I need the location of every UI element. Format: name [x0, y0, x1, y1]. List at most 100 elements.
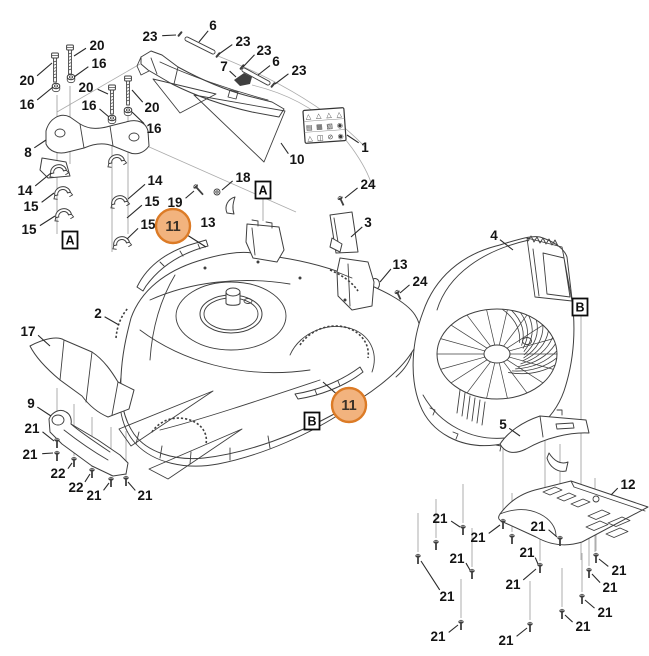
part-label-23[interactable]: 23: [274, 63, 307, 85]
part-number: 6: [209, 18, 217, 33]
part-label-16[interactable]: 16: [131, 111, 162, 136]
part-label-20[interactable]: 20: [73, 38, 105, 57]
leader-line: [185, 190, 195, 199]
part-label-15[interactable]: 15: [21, 215, 56, 237]
part-label-22[interactable]: 22: [50, 462, 73, 481]
handle-cover-part-10: [136, 50, 286, 163]
part-label-21[interactable]: 21: [498, 627, 528, 648]
part-label-24[interactable]: 24: [399, 274, 428, 294]
leader-line: [131, 111, 145, 124]
highlight-circle-11[interactable]: 11: [154, 207, 207, 248]
part-label-21[interactable]: 21: [505, 568, 537, 592]
part-label-18[interactable]: 18: [221, 170, 251, 191]
part-label-21[interactable]: 21: [86, 482, 110, 503]
part-label-17[interactable]: 17: [20, 324, 51, 347]
part-label-15[interactable]: 15: [126, 194, 160, 219]
part-label-20[interactable]: 20: [19, 62, 53, 88]
part-label-20[interactable]: 20: [78, 80, 109, 95]
leader-line: [36, 62, 53, 77]
warning-glyph-icon: △: [326, 112, 332, 119]
part-number: 14: [17, 183, 33, 198]
part-label-23[interactable]: 23: [218, 34, 251, 55]
part-number: 23: [142, 29, 158, 44]
construction-line: [56, 63, 141, 113]
part-label-21[interactable]: 21: [591, 573, 618, 595]
leader-line: [126, 227, 139, 240]
part-label-14[interactable]: 14: [127, 173, 163, 200]
warning-glyph-icon: ▦: [316, 124, 323, 131]
part-label-21[interactable]: 21: [449, 551, 471, 571]
construction-curve: [251, 84, 373, 187]
part-label-21[interactable]: 21: [584, 599, 613, 620]
part-label-21[interactable]: 21: [420, 560, 455, 604]
part-label-20[interactable]: 20: [131, 89, 160, 115]
part-label-6[interactable]: 6: [198, 18, 217, 43]
part-number: 21: [505, 577, 521, 592]
part-label-12[interactable]: 12: [610, 477, 636, 496]
screw-icon: [500, 518, 506, 529]
part-label-7[interactable]: 7: [220, 59, 237, 78]
part-label-15[interactable]: 15: [23, 192, 55, 214]
leader-line: [126, 204, 143, 219]
part-number: 12: [620, 477, 635, 492]
clamp-icon: [53, 186, 74, 200]
part-number: 13: [200, 215, 216, 230]
warning-glyph-icon: ◉: [337, 122, 344, 129]
screw-icon: [193, 184, 204, 196]
part-label-21[interactable]: 21: [430, 624, 459, 644]
part-label-22[interactable]: 22: [68, 473, 91, 495]
leader-line: [198, 30, 209, 43]
screw-icon: [415, 553, 421, 564]
part-label-21[interactable]: 21: [127, 481, 153, 503]
part-number: 2: [94, 306, 102, 321]
ref-box-a: A: [254, 180, 272, 200]
part-label-4[interactable]: 4: [490, 228, 514, 251]
screw-icon: [433, 539, 439, 550]
part-label-13[interactable]: 13: [379, 257, 408, 283]
part-label-15[interactable]: 15: [126, 217, 156, 240]
part-label-1[interactable]: 1: [346, 134, 369, 155]
part-label-3[interactable]: 3: [350, 215, 372, 238]
part-label-21[interactable]: 21: [598, 558, 627, 578]
screw-icon: [394, 289, 402, 300]
part-label-6[interactable]: 6: [257, 54, 280, 76]
part-label-14[interactable]: 14: [17, 172, 52, 198]
part-number: 16: [81, 98, 97, 113]
part-label-9[interactable]: 9: [27, 396, 52, 417]
leader-line: [97, 88, 109, 95]
part-number: 6: [272, 54, 280, 69]
part-label-2[interactable]: 2: [94, 306, 120, 326]
part-label-16[interactable]: 16: [73, 56, 107, 78]
part-label-23[interactable]: 23: [242, 43, 272, 68]
leader-line: [516, 627, 528, 637]
rod-icon: [241, 67, 271, 86]
part-label-21[interactable]: 21: [530, 519, 558, 538]
part-label-8[interactable]: 8: [24, 139, 47, 160]
part-label-10[interactable]: 10: [280, 142, 305, 167]
part-label-16[interactable]: 16: [19, 86, 54, 112]
part-label-21[interactable]: 21: [470, 524, 501, 545]
highlighted-part-number: 11: [341, 398, 356, 414]
part-label-21[interactable]: 21: [519, 545, 539, 565]
part-number: 1: [361, 140, 369, 155]
leader-line: [67, 462, 73, 469]
part-label-23[interactable]: 23: [142, 29, 177, 44]
part-label-21[interactable]: 21: [564, 614, 591, 634]
part-label-24[interactable]: 24: [344, 177, 376, 199]
part-label-16[interactable]: 16: [81, 98, 110, 118]
pin-icon: [239, 64, 245, 70]
part-label-21[interactable]: 21: [22, 447, 54, 462]
baffle-plate-part-12: [498, 480, 649, 546]
fan-drawing: [436, 308, 558, 400]
part-label-19[interactable]: 19: [167, 190, 195, 210]
highlight-circle-11[interactable]: 11: [322, 381, 368, 424]
part-label-5[interactable]: 5: [499, 417, 521, 437]
part-label-13[interactable]: 13: [200, 215, 216, 230]
part-label-21[interactable]: 21: [432, 511, 461, 528]
part-label-21[interactable]: 21: [24, 421, 55, 442]
part-number: 21: [470, 530, 486, 545]
leader-line: [73, 66, 89, 78]
part-number: 3: [364, 215, 372, 230]
nut-icon: [51, 82, 61, 93]
